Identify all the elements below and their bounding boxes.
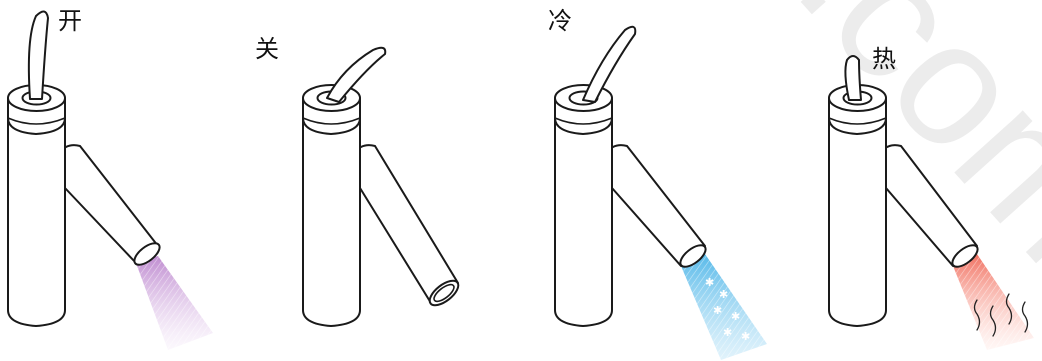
faucet-open	[8, 11, 213, 350]
faucet-label-cold: 冷	[548, 7, 572, 35]
lever-handle	[845, 56, 861, 100]
svg-text:✱: ✱	[705, 276, 714, 289]
svg-text:✱: ✱	[731, 310, 740, 323]
faucet-closed	[303, 48, 462, 326]
svg-text:✱: ✱	[723, 326, 732, 339]
faucet-cold: ✱ ✱ ✱ ✱ ✱ ✱	[555, 27, 767, 360]
svg-text:✱: ✱	[741, 330, 750, 343]
svg-text:✱: ✱	[719, 288, 728, 301]
faucet-label-hot: 热	[872, 45, 896, 73]
svg-text:✱: ✱	[713, 304, 722, 317]
faucet-label-open: 开	[58, 7, 82, 35]
lever-handle	[583, 27, 635, 102]
faucet-label-closed: 关	[255, 35, 279, 63]
